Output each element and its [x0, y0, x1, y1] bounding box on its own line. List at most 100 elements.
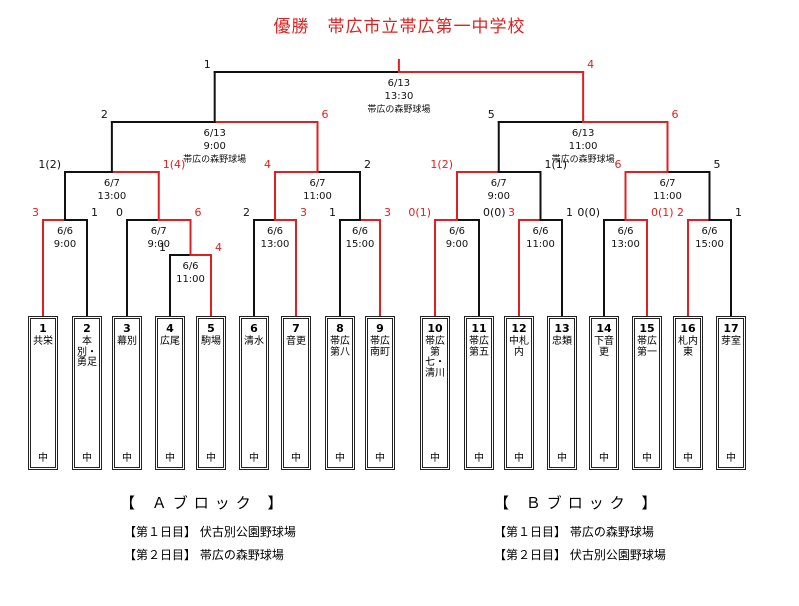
score-left: 1(2)	[38, 158, 61, 171]
team-num: 3	[123, 322, 131, 335]
match-date: 6/6	[182, 261, 198, 272]
team-num: 8	[336, 322, 344, 335]
score-right: 1(4)	[163, 158, 186, 171]
score-left: 0(1)	[408, 206, 431, 219]
team-name: 中札内	[509, 336, 529, 358]
team-num: 12	[511, 322, 527, 335]
team-suffix: 中	[599, 453, 609, 464]
team-suffix: 中	[335, 453, 345, 464]
match-time: 15:00	[346, 239, 375, 250]
team-name: 帯広第一	[637, 336, 657, 358]
team-num: 6	[250, 322, 258, 335]
match-time: 9:00	[488, 191, 510, 202]
match-time: 13:00	[611, 239, 640, 250]
match-date: 6/6	[617, 226, 633, 237]
match-date: 6/13	[572, 128, 594, 139]
block-a-day2: 【第２日目】 帯広の森野球場	[124, 548, 284, 562]
team-num: 15	[639, 322, 655, 335]
score-right: 6	[322, 108, 329, 121]
score-left: 0	[116, 206, 123, 219]
score-left: 6	[615, 158, 622, 171]
score-right: 4	[587, 58, 594, 71]
team-num: 17	[723, 322, 739, 335]
team-num: 14	[596, 322, 612, 335]
team-name: 帯広第八	[330, 336, 350, 358]
team-suffix: 中	[474, 453, 484, 464]
block-b-title: 【 Ｂブロック 】	[494, 494, 663, 512]
match-venue: 帯広の森野球場	[367, 103, 430, 115]
score-left: 1	[159, 241, 166, 254]
team-name: 下音更	[594, 336, 614, 358]
team-name: 共栄	[33, 336, 53, 347]
score-left: 2	[101, 108, 108, 121]
score-left: 1	[204, 58, 211, 71]
match-time: 13:30	[384, 91, 413, 102]
team-num: 4	[166, 322, 174, 335]
match-date: 6/6	[532, 226, 548, 237]
match-time: 9:00	[203, 141, 225, 152]
team-num: 13	[554, 322, 570, 335]
team-suffix: 中	[82, 453, 92, 464]
score-right: 3	[300, 206, 307, 219]
team-num: 16	[680, 322, 696, 335]
score-left: 1(2)	[430, 158, 453, 171]
match-time: 9:00	[54, 239, 76, 250]
match-date: 6/6	[701, 226, 717, 237]
match-time: 11:00	[176, 274, 205, 285]
team-suffix: 中	[726, 453, 736, 464]
block-a-title: 【 Ａブロック 】	[120, 494, 289, 512]
team-name: 芽室	[721, 336, 741, 347]
score-right: 1	[91, 206, 98, 219]
match-time: 15:00	[695, 239, 724, 250]
team-num: 1	[39, 322, 47, 335]
champion-title: 優勝 帯広市立帯広第一中学校	[273, 17, 526, 37]
team-suffix: 中	[642, 453, 652, 464]
score-right: 1	[735, 206, 742, 219]
match-date: 6/6	[352, 226, 368, 237]
block-b-day1: 【第１日目】 帯広の森野球場	[494, 525, 654, 539]
score-right: 0(0)	[483, 206, 506, 219]
team-name: 忠類	[552, 336, 572, 347]
match-date: 6/6	[449, 226, 465, 237]
team-suffix: 中	[430, 453, 440, 464]
score-right: 6	[195, 206, 202, 219]
score-left: 2	[243, 206, 250, 219]
team-name: 駒場	[201, 336, 221, 347]
match-time: 9:00	[148, 239, 170, 250]
team-num: 5	[207, 322, 215, 335]
match-date: 6/7	[491, 178, 507, 189]
score-right: 4	[215, 241, 222, 254]
score-right: 5	[714, 158, 721, 171]
score-left: 3	[32, 206, 39, 219]
team-suffix: 中	[375, 453, 385, 464]
score-right: 3	[384, 206, 391, 219]
match-time: 13:00	[261, 239, 290, 250]
team-suffix: 中	[514, 453, 524, 464]
block-a-day1: 【第１日目】 伏古別公園野球場	[124, 525, 296, 539]
score-left: 1	[329, 206, 336, 219]
team-num: 7	[292, 322, 300, 335]
match-date: 6/13	[203, 128, 225, 139]
score-right: 2	[364, 158, 371, 171]
match-date: 6/6	[57, 226, 73, 237]
team-name: 清水	[244, 336, 264, 347]
match-time: 11:00	[303, 191, 332, 202]
team-name: 帯広南町	[370, 336, 390, 358]
team-name: 帯広第七・清川	[425, 336, 445, 379]
team-name: 広尾	[160, 336, 180, 347]
match-venue: 帯広の森野球場	[552, 153, 615, 165]
